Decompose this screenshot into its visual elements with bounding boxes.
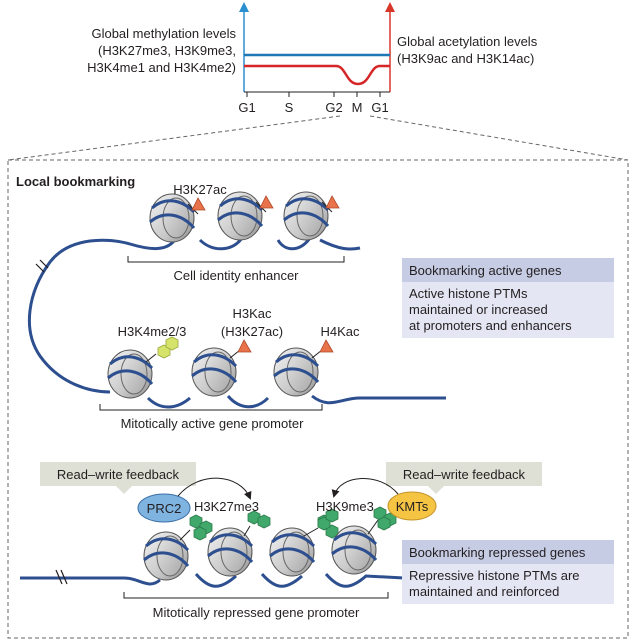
kmts-complex [387,491,437,521]
h3k9me3-mark [325,508,339,523]
feedback-left-pointer [116,486,132,494]
phase-g1-end: G1 [371,100,388,115]
repressed-box-body [402,564,614,604]
nucleosome [107,336,179,399]
active-box-header [402,258,614,282]
repressed-promoter-label: Mitotically repressed gene promoter [153,605,360,620]
promoter-mark-h3kac: H3Kac [232,306,272,321]
prc2-complex [137,493,191,523]
prc2-feedback-arrow [177,477,252,500]
phase-g2: G2 [325,100,342,115]
repressed-section: Read–write feedback Read–write feedback [20,462,614,620]
acetylation-title-line1: Global acetylation levels [397,34,538,49]
prc2-label: PRC2 [147,501,182,516]
dna-break-mark-4 [60,569,68,585]
enhancer-bracket [127,256,345,263]
promoter-mark-h3k27ac: (H3K27ac) [221,324,283,339]
active-box-title: Bookmarking active genes [409,263,562,278]
nucleosome [273,339,334,397]
right-axis-arrow [385,2,395,12]
phase-m: M [352,100,363,115]
kmts-label: KMTs [396,499,429,514]
active-box-line3: at promoters and enhancers [409,318,572,333]
active-box-line2: maintained or increased [409,302,548,317]
promoter-mark-h3k4me: H3K4me2/3 [118,324,187,339]
repressed-box-line1: Repressive histone PTMs are [409,568,580,583]
acetylation-line [244,64,390,86]
active-box-line1: Active histone PTMs [409,286,528,301]
nucleosome [149,193,206,243]
active-promoter-bracket [99,404,323,411]
methylation-title-line1: Global methylation levels [91,26,236,41]
nucleosome [331,506,397,575]
kmts-feedback-arrow [331,478,399,498]
repressed-promoter-bracket [123,592,389,599]
dna-break-mark-1 [35,263,45,273]
nucleosome [217,191,274,241]
zoom-line-right [369,115,629,161]
panel-title: Local bookmarking [16,174,135,189]
global-levels-chart: Global methylation levels (H3K27me3, H3K… [87,2,538,115]
feedback-left-label: Read–write feedback [57,467,180,482]
acetylation-title-line2: (H3K9ac and H3K14ac) [397,51,534,66]
left-axis-arrow [239,2,249,12]
dna-break-mark-2 [39,259,49,269]
repressed-box-line2: maintained and reinforced [409,584,559,599]
feedback-right-bg [386,462,542,486]
nucleosome [207,510,271,577]
dna-promoter-strand [146,394,446,409]
nucleosome [191,339,252,397]
promoter-mark-h4kac: H4Kac [320,324,360,339]
h3k27me3-label: H3K27me3 [194,499,259,514]
dna-break-mark-3 [55,569,63,585]
feedback-right-pointer [428,486,444,494]
phase-g1: G1 [238,100,255,115]
h3k9me3-label: H3K9me3 [316,499,374,514]
phase-s: S [285,100,294,115]
feedback-left-bg [40,462,196,486]
active-promoter-label: Mitotically active gene promoter [121,416,304,431]
dna-enhancer-strand [27,237,361,394]
enhancer-mark-label: H3K27ac [173,182,227,197]
local-bookmarking-panel [7,159,629,639]
methylation-title-line2: (H3K27me3, H3K9me3, [98,43,236,58]
active-box-body [402,282,614,338]
repressed-box-header [402,540,614,564]
h3k9me3-mark [317,516,331,531]
enhancer-label: Cell identity enhancer [173,268,299,283]
active-section: H3K27ac Cell identity enhancer [27,182,614,431]
zoom-line-left [7,115,341,161]
methylation-title-line3: H3K4me1 and H3K4me2) [87,60,236,75]
dna-repressed-strand [20,573,405,588]
repressed-box-title: Bookmarking repressed genes [409,545,586,560]
nucleosome [143,514,213,581]
feedback-right-label: Read–write feedback [403,467,526,482]
nucleosome [283,191,340,241]
